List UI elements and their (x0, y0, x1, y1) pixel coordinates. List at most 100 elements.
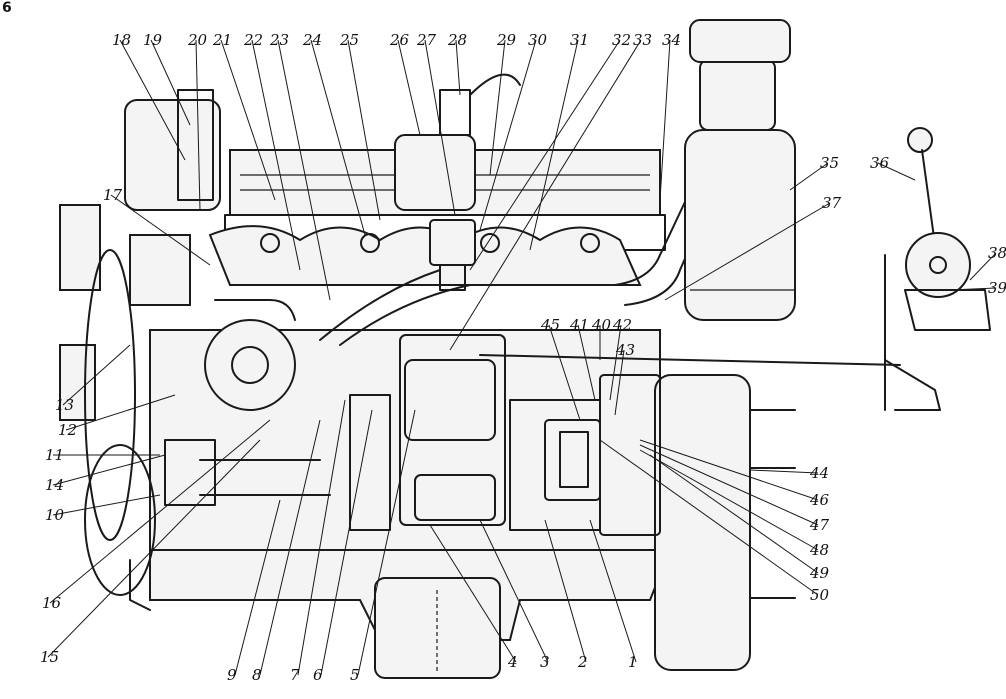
leader-line-19 (150, 39, 191, 126)
callout-label-13: 13 (55, 396, 74, 414)
leader-line-20 (195, 39, 201, 211)
leader-line-17 (110, 194, 211, 266)
leader-line-12 (65, 394, 176, 431)
leader-line-4 (429, 524, 517, 663)
leader-line-9 (234, 499, 281, 676)
callout-label-27: 27 (416, 31, 437, 49)
leader-line-37 (664, 202, 831, 301)
leader-line-39 (949, 287, 997, 291)
leader-line-31 (529, 39, 579, 251)
callout-label-23: 23 (269, 31, 289, 49)
leader-line-32 (469, 39, 621, 271)
callout-label-29: 29 (496, 31, 517, 49)
callout-label-11: 11 (45, 446, 64, 464)
callout-label-43: 43 (615, 341, 635, 359)
callout-label-38: 38 (988, 244, 1006, 262)
callout-label-30: 30 (528, 31, 548, 49)
callout-label-22: 22 (243, 31, 263, 49)
leader-line-46 (639, 439, 819, 501)
leader-line-28 (455, 39, 461, 96)
leader-line-8 (259, 419, 321, 676)
oil-pan-cover (374, 577, 501, 679)
leader-line-10 (52, 494, 161, 516)
fan-pulley (59, 204, 191, 596)
leader-line-15 (47, 439, 261, 658)
callout-label-49: 49 (809, 564, 830, 582)
callout-label-16: 16 (42, 594, 62, 612)
oil-lines (199, 269, 471, 496)
callout-label-28: 28 (447, 31, 467, 49)
leader-line-33 (449, 39, 642, 351)
leader-line-45 (548, 324, 581, 421)
leader-line-47 (639, 444, 819, 526)
callout-label-33: 33 (633, 31, 652, 49)
leader-line-18 (119, 39, 186, 161)
leader-line-25 (347, 39, 381, 221)
callout-label-21: 21 (212, 31, 232, 49)
callout-label-24: 24 (302, 31, 322, 49)
coolant-tank (124, 89, 221, 211)
leader-line-36 (877, 162, 916, 181)
leader-line-29 (489, 39, 506, 176)
callout-label-40: 40 (591, 316, 612, 334)
muffler (684, 19, 796, 321)
gear-lever (479, 127, 991, 411)
callout-label-46: 46 (809, 491, 830, 509)
callout-label-44: 44 (809, 464, 829, 482)
leader-line-5 (357, 409, 416, 676)
callout-label-20: 20 (187, 31, 208, 49)
leader-line-44 (749, 469, 819, 474)
callout-label-48: 48 (809, 541, 829, 559)
leader-lines (47, 39, 997, 676)
callout-label-39: 39 (988, 279, 1006, 297)
leader-line-24 (310, 39, 366, 236)
leader-line-22 (251, 39, 301, 271)
leader-line-34 (659, 39, 671, 201)
leader-line-14 (52, 454, 166, 486)
callout-label-41: 41 (569, 316, 589, 334)
leader-line-13 (62, 344, 131, 406)
leader-line-30 (479, 39, 537, 231)
callout-label-17: 17 (103, 186, 123, 204)
leader-line-27 (424, 39, 456, 216)
callout-label-37: 37 (822, 194, 842, 212)
callout-label-35: 35 (820, 154, 839, 172)
leader-line-35 (789, 162, 829, 191)
callout-label-36: 36 (870, 154, 890, 172)
leader-line-3 (479, 519, 549, 663)
leader-line-50 (599, 439, 819, 596)
leader-line-2 (544, 519, 587, 663)
callout-label-42: 42 (612, 316, 632, 334)
leader-line-41 (577, 324, 596, 401)
callout-label-9: 9 (227, 666, 237, 684)
callout-label-14: 14 (45, 476, 64, 494)
callout-label-5: 5 (350, 666, 360, 684)
leader-line-6 (320, 409, 373, 676)
leader-line-21 (220, 39, 276, 201)
callout-label-10: 10 (45, 506, 65, 524)
callout-label-2: 2 (577, 653, 588, 671)
callout-label-45: 45 (540, 316, 560, 334)
figure-number: 6 (2, 0, 12, 16)
callout-label-19: 19 (143, 31, 163, 49)
leader-line-48 (639, 449, 819, 551)
callout-label-50: 50 (810, 586, 830, 604)
leader-line-16 (49, 419, 271, 604)
callout-label-26: 26 (389, 31, 410, 49)
leader-line-7 (297, 399, 346, 676)
callout-label-18: 18 (112, 31, 131, 49)
air-filter (394, 73, 521, 211)
callout-label-6: 6 (313, 666, 323, 684)
water-pump (164, 319, 296, 506)
callout-label-8: 8 (252, 666, 262, 684)
callout-label-15: 15 (40, 648, 59, 666)
leader-line-43 (614, 349, 625, 416)
callout-label-31: 31 (570, 31, 589, 49)
callout-label-34: 34 (662, 31, 681, 49)
leader-line-38 (969, 252, 997, 281)
callout-label-3: 3 (540, 653, 550, 671)
leader-line-42 (609, 324, 622, 401)
